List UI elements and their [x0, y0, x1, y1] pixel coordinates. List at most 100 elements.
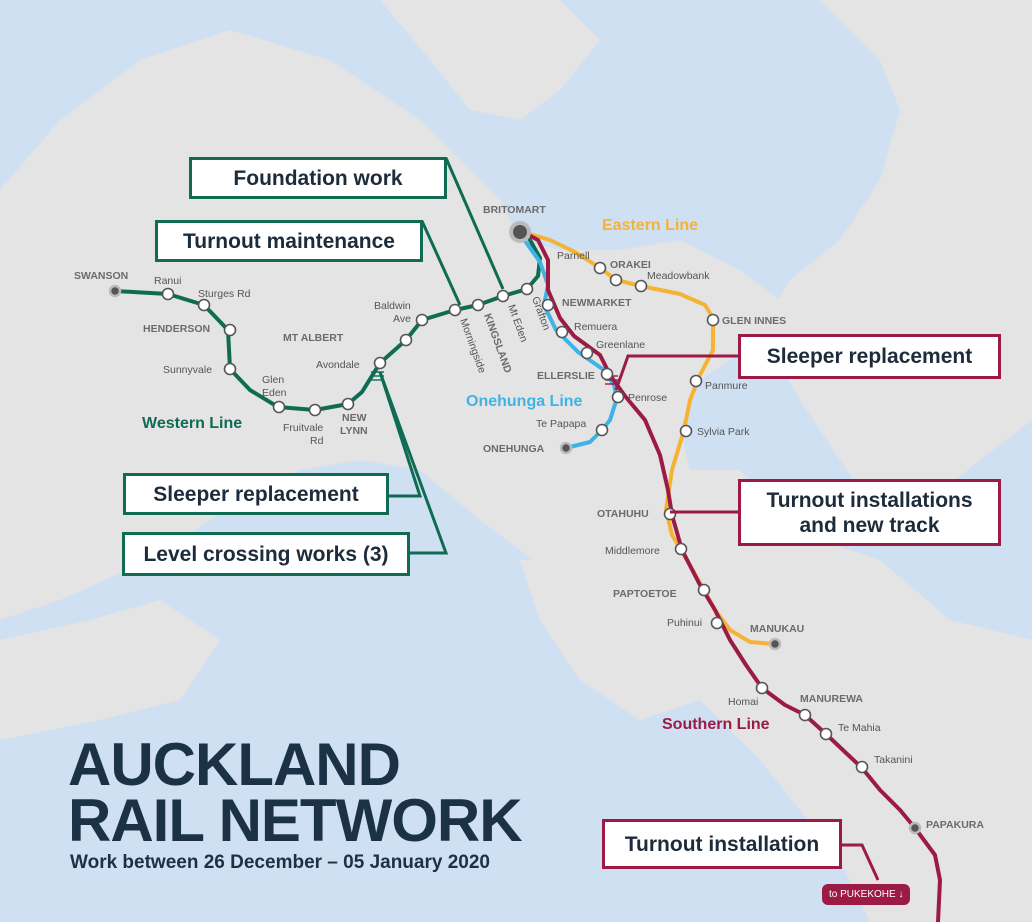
label-avondale: Avondale — [316, 359, 360, 371]
label-sylvia-park: Sylvia Park — [697, 426, 750, 438]
label-remuera: Remuera — [574, 321, 617, 333]
label-ranui: Ranui — [154, 275, 181, 287]
station-dot-meadowbank[interactable] — [634, 279, 648, 293]
label-sunnyvale: Sunnyvale — [163, 364, 212, 376]
label-fruitvale-2: Rd — [310, 435, 324, 447]
station-dot-puhinui[interactable] — [710, 616, 724, 630]
station-labels: SWANSON Ranui Sturges Rd HENDERSON Sunny… — [74, 204, 984, 831]
callout-turnout-installations: Turnout installations and new track — [738, 479, 1001, 546]
station-dot-manukau[interactable] — [768, 637, 782, 651]
label-ellerslie: ELLERSLIE — [537, 370, 595, 382]
label-panmure: Panmure — [705, 380, 748, 392]
label-meadowbank: Meadowbank — [647, 270, 710, 282]
callout-turnout-maintenance: Turnout maintenance — [155, 220, 423, 262]
station-dot-glen-eden[interactable] — [272, 400, 286, 414]
callout-sleeper-replacement-west: Sleeper replacement — [123, 473, 389, 515]
label-onehunga-line: Onehunga Line — [466, 393, 583, 410]
station-dot-mt-albert[interactable] — [399, 333, 413, 347]
label-otahuhu: OTAHUHU — [597, 508, 649, 520]
label-glen-eden-1: Glen — [262, 374, 284, 386]
label-glen-eden-2: Eden — [262, 387, 287, 399]
station-dot-takanini[interactable] — [855, 760, 869, 774]
station-dot-papakura[interactable] — [908, 821, 922, 835]
map-title-line2: RAIL NETWORK — [68, 787, 523, 854]
station-dot-sunnyvale[interactable] — [223, 362, 237, 376]
label-middlemore: Middlemore — [605, 545, 660, 557]
map-subtitle: Work between 26 December – 05 January 20… — [70, 852, 490, 873]
callout-level-crossing-works: Level crossing works (3) — [122, 532, 410, 576]
label-takanini: Takanini — [874, 754, 913, 766]
station-dot-grafton[interactable] — [520, 282, 534, 296]
label-te-papapa: Te Papapa — [536, 418, 586, 430]
station-dot-ellerslie[interactable] — [600, 367, 614, 381]
label-papakura: PAPAKURA — [926, 819, 984, 831]
station-dot-middlemore[interactable] — [674, 542, 688, 556]
callout-turnout-installation: Turnout installation — [602, 819, 842, 869]
label-te-mahia: Te Mahia — [838, 722, 881, 734]
station-dot-glen-innes[interactable] — [706, 313, 720, 327]
station-dot-swanson[interactable] — [108, 284, 122, 298]
station-dot-britomart[interactable] — [509, 221, 531, 243]
station-dot-parnell[interactable] — [593, 261, 607, 275]
label-baldwin-1: Baldwin — [374, 300, 411, 312]
label-onehunga: ONEHUNGA — [483, 443, 545, 455]
station-dot-fruitvale-rd[interactable] — [308, 403, 322, 417]
label-puhinui: Puhinui — [667, 617, 702, 629]
station-dot-sturges-rd[interactable] — [197, 298, 211, 312]
station-dot-mt-eden[interactable] — [496, 289, 510, 303]
station-dot-remuera[interactable] — [555, 325, 569, 339]
station-dot-manurewa[interactable] — [798, 708, 812, 722]
label-sturges-rd: Sturges Rd — [198, 288, 251, 300]
label-parnell: Parnell — [557, 250, 590, 262]
southern-line-path — [521, 230, 942, 922]
callout-turnout-installations-line1: Turnout installations — [766, 488, 973, 512]
station-dot-orakei[interactable] — [609, 273, 623, 287]
station-dot-homai[interactable] — [755, 681, 769, 695]
station-dot-baldwin-ave[interactable] — [415, 313, 429, 327]
station-dot-sylvia-park[interactable] — [679, 424, 693, 438]
label-manurewa: MANUREWA — [800, 693, 863, 705]
station-dot-te-papapa[interactable] — [595, 423, 609, 437]
label-western-line: Western Line — [142, 415, 242, 432]
label-swanson: SWANSON — [74, 270, 128, 282]
station-dot-panmure[interactable] — [689, 374, 703, 388]
label-orakei: ORAKEI — [610, 259, 651, 271]
label-britomart: BRITOMART — [483, 204, 546, 216]
station-dot-kingsland[interactable] — [471, 298, 485, 312]
label-manukau: MANUKAU — [750, 623, 804, 635]
label-southern-line: Southern Line — [662, 716, 770, 733]
station-dot-greenlane[interactable] — [580, 346, 594, 360]
station-dot-te-mahia[interactable] — [819, 727, 833, 741]
callout-sleeper-replacement-east: Sleeper replacement — [738, 334, 1001, 379]
label-baldwin-2: Ave — [393, 313, 411, 325]
station-dot-henderson[interactable] — [223, 323, 237, 337]
label-henderson: HENDERSON — [143, 323, 210, 335]
label-penrose: Penrose — [628, 392, 667, 404]
label-fruitvale-1: Fruitvale — [283, 422, 323, 434]
to-pukekohe-badge[interactable]: to PUKEKOHE ↓ — [822, 884, 911, 905]
label-new-lynn-1: NEW — [342, 412, 367, 424]
station-dot-avondale[interactable] — [373, 356, 387, 370]
callout-turnout-installations-line2: and new track — [799, 513, 940, 537]
map-title-line1: AUCKLAND — [68, 731, 401, 798]
label-newmarket: NEWMARKET — [562, 297, 632, 309]
callout-connectors — [378, 157, 880, 881]
station-dot-newmarket[interactable] — [541, 298, 555, 312]
station-dot-penrose[interactable] — [611, 390, 625, 404]
label-mt-albert: MT ALBERT — [283, 332, 344, 344]
label-papatoetoe: PAPTOETOE — [613, 588, 677, 600]
label-homai: Homai — [728, 696, 758, 708]
station-dot-new-lynn[interactable] — [341, 397, 355, 411]
label-new-lynn-2: LYNN — [340, 425, 368, 437]
label-glen-innes: GLEN INNES — [722, 315, 786, 327]
label-greenlane: Greenlane — [596, 339, 645, 351]
station-dot-otahuhu[interactable] — [663, 507, 677, 521]
station-dot-papatoetoe[interactable] — [697, 583, 711, 597]
station-dot-morningside[interactable] — [448, 303, 462, 317]
terminus-dots — [108, 221, 922, 835]
label-eastern-line: Eastern Line — [602, 217, 698, 234]
callout-foundation-work: Foundation work — [189, 157, 447, 199]
station-dot-onehunga[interactable] — [559, 441, 573, 455]
station-dot-ranui[interactable] — [161, 287, 175, 301]
